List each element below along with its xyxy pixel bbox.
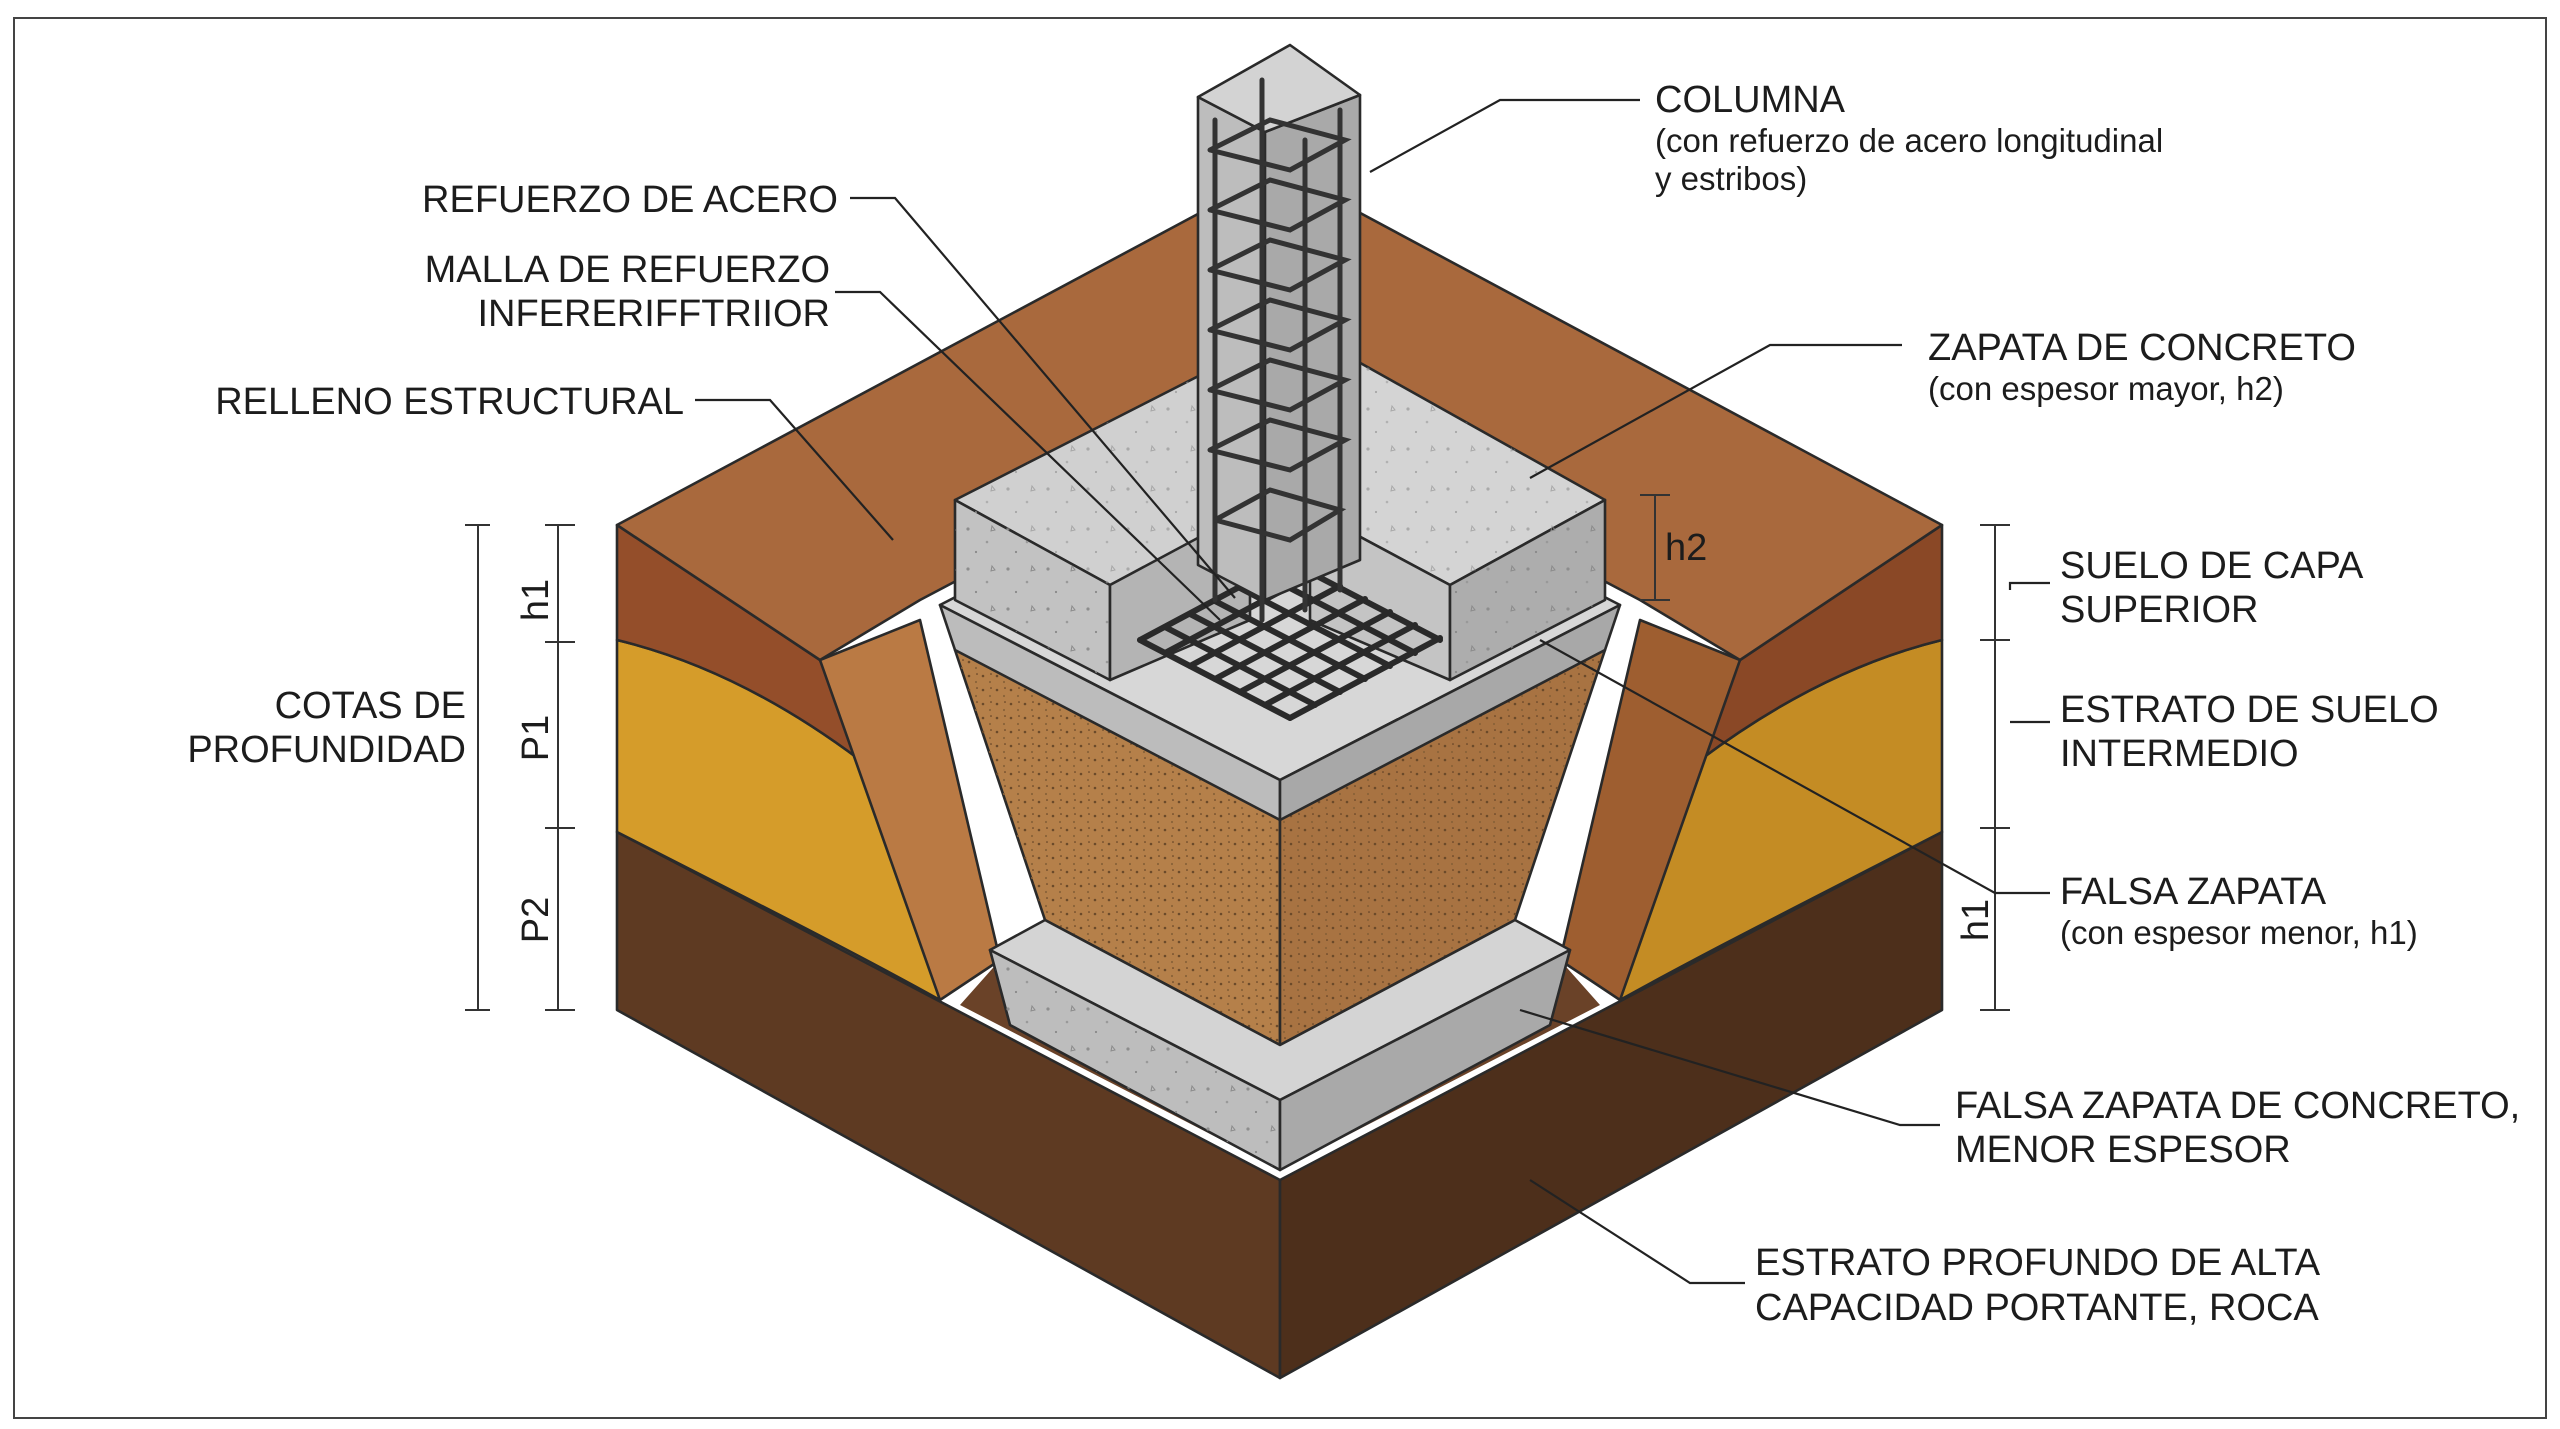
label-cotas-line1: COTAS DE [275, 685, 466, 727]
structural-fill-left-speck [955, 650, 1280, 1045]
label-refuerzo-acero: REFUERZO DE ACERO [422, 179, 838, 221]
left-dimension-ladder [465, 524, 575, 1011]
zapata-left-dots [955, 500, 1110, 680]
false-footing-dots [990, 950, 1280, 1170]
label-estrato-line1: ESTRATO DE SUELO [2060, 689, 2439, 731]
label-columna-sub2: y estribos) [1655, 160, 1807, 197]
label-falsa-zapata-sub: (con espesor menor, h1) [2060, 914, 2418, 951]
dim-left-p2: P2 [515, 897, 557, 943]
topsoil-right-face [1698, 523, 1944, 762]
leader-lines [695, 98, 2050, 1285]
zapata-top-dots-left [955, 360, 1255, 585]
label-falsa-concreto-line2: MENOR ESPESOR [1955, 1129, 2291, 1171]
topsoil-left-face [615, 523, 862, 762]
column-top-face [1196, 43, 1362, 134]
label-zapata: ZAPATA DE CONCRETO [1928, 327, 2356, 369]
label-relleno: RELLENO ESTRUCTURAL [215, 381, 684, 423]
label-columna-sub1: (con refuerzo de acero longitudinal [1655, 122, 2163, 159]
dim-right-h1: h1 [1955, 899, 1997, 941]
label-falsa-concreto-line1: FALSA ZAPATA DE CONCRETO, [1955, 1085, 2520, 1127]
figure-frame [13, 17, 2547, 1419]
label-malla-line1: MALLA DE REFUERZO [425, 249, 830, 291]
structural-fill-right-speck [1280, 650, 1605, 1045]
dim-h2: h2 [1665, 527, 1707, 569]
label-falsa-zapata: FALSA ZAPATA [2060, 871, 2327, 913]
right-dimension-ladder [1640, 494, 2010, 1011]
dim-left-p1: P1 [515, 715, 557, 761]
label-cotas-line2: PROFUNDIDAD [187, 729, 466, 771]
label-estrato-profundo-line2: CAPACIDAD PORTANTE, ROCA [1755, 1287, 2319, 1329]
label-columna: COLUMNA [1655, 79, 1846, 121]
label-zapata-sub: (con espesor mayor, h2) [1928, 370, 2284, 407]
label-suelo-line2: SUPERIOR [2060, 589, 2258, 631]
label-malla-line2: INFERERIFFTRIIOR [477, 293, 830, 335]
deep-stratum-right-face [1278, 830, 1944, 1380]
label-estrato-line2: INTERMEDIO [2060, 733, 2299, 775]
dim-left-h1: h1 [515, 579, 557, 621]
label-estrato-profundo-line1: ESTRATO PROFUNDO DE ALTA [1755, 1242, 2321, 1284]
zapata-right-dots [1450, 500, 1605, 680]
column-rebar-cage [1207, 77, 1352, 623]
footing-slab-right-edge [1278, 603, 1622, 822]
zapata-top-dots-right [1310, 360, 1605, 585]
label-suelo-line1: SUELO DE CAPA [2060, 545, 2364, 587]
